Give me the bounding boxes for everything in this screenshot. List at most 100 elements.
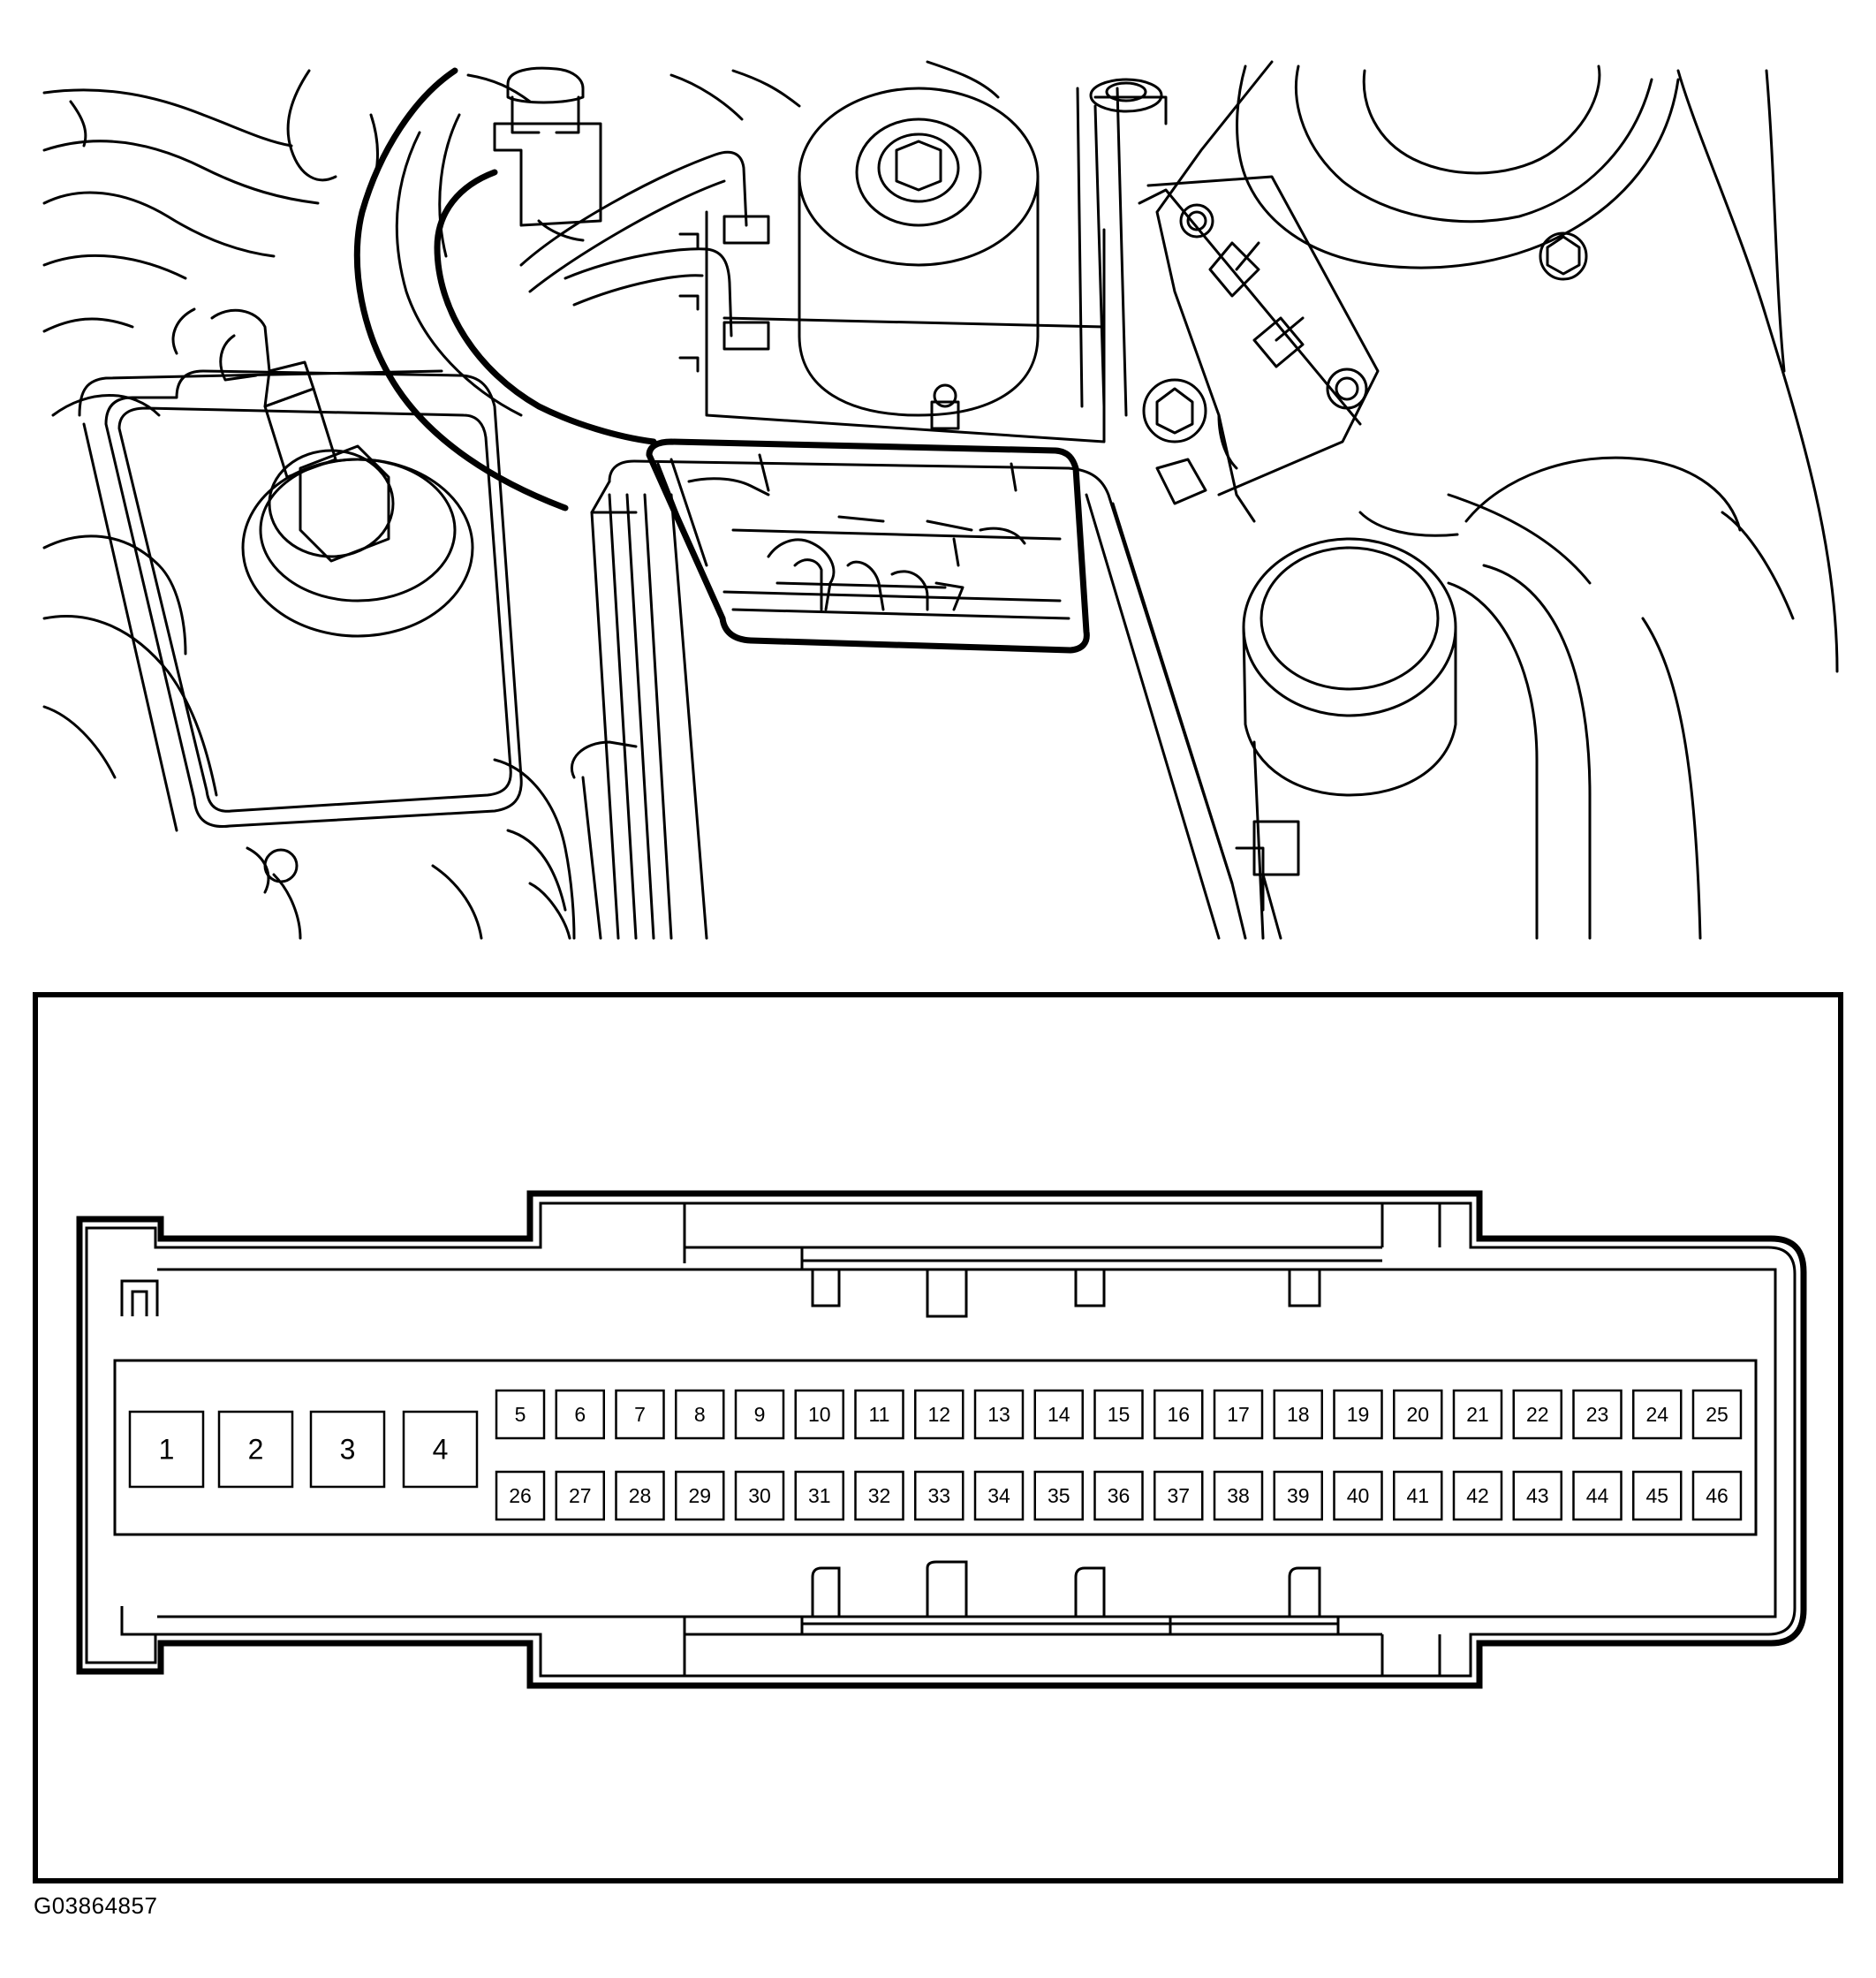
pin-33-label: 33	[927, 1484, 950, 1507]
pin-3-cavity	[309, 1410, 386, 1489]
pin-6: 6	[555, 1389, 605, 1440]
figure-id: G03864857	[34, 1892, 158, 1919]
pin-45: 45	[1632, 1470, 1683, 1521]
pin-7-label: 7	[634, 1403, 646, 1426]
pin-43: 43	[1512, 1470, 1562, 1521]
pin-2-cavity	[217, 1410, 294, 1489]
pin-26-label: 26	[509, 1484, 532, 1507]
pin-35: 35	[1033, 1470, 1084, 1521]
pin-9: 9	[734, 1389, 785, 1440]
pin-37-label: 37	[1167, 1484, 1190, 1507]
pin-31-cavity	[794, 1470, 844, 1521]
round-cap	[1242, 493, 1702, 940]
background-contours	[42, 60, 1000, 940]
pin-31: 31	[794, 1470, 844, 1521]
pin-35-cavity	[1033, 1470, 1084, 1521]
pin-16-label: 16	[1167, 1403, 1190, 1426]
pin-14-label: 14	[1048, 1403, 1070, 1426]
pin-32: 32	[854, 1470, 904, 1521]
pin-14: 14	[1033, 1389, 1084, 1440]
pin-37: 37	[1154, 1470, 1204, 1521]
pin-34-label: 34	[987, 1484, 1010, 1507]
pin-13-label: 13	[987, 1403, 1010, 1426]
pin-25-cavity	[1691, 1389, 1743, 1440]
pin-42: 42	[1452, 1470, 1503, 1521]
pin-10-cavity	[794, 1389, 844, 1440]
pin-46-cavity	[1691, 1470, 1743, 1521]
strut-tower	[1138, 60, 1839, 673]
pin-10: 10	[794, 1389, 844, 1440]
pin-27-label: 27	[569, 1484, 592, 1507]
pin-11-label: 11	[869, 1403, 890, 1426]
pin-43-label: 43	[1526, 1484, 1549, 1507]
pin-44-cavity	[1572, 1470, 1623, 1521]
pin-6-cavity	[555, 1389, 605, 1440]
pin-21-label: 21	[1466, 1403, 1489, 1426]
wiring-harness	[353, 67, 657, 512]
pin-23-cavity	[1572, 1389, 1623, 1440]
pin-31-label: 31	[808, 1484, 831, 1507]
pin-6-label: 6	[574, 1403, 586, 1426]
pin-38: 38	[1213, 1470, 1264, 1521]
pin-30-cavity	[734, 1470, 785, 1521]
pin-1-cavity	[128, 1410, 205, 1489]
pin-8-label: 8	[694, 1403, 706, 1426]
pin-45-label: 45	[1645, 1484, 1668, 1507]
pin-45-cavity	[1632, 1470, 1683, 1521]
brake-lines	[493, 66, 770, 373]
pin-18: 18	[1273, 1389, 1323, 1440]
pin-15-cavity	[1093, 1389, 1144, 1440]
pin-39-label: 39	[1287, 1484, 1310, 1507]
pin-24-cavity	[1632, 1389, 1683, 1440]
pin-29: 29	[675, 1470, 725, 1521]
pin-37-cavity	[1154, 1470, 1204, 1521]
pin-22-cavity	[1512, 1389, 1562, 1440]
pin-11-cavity	[854, 1389, 904, 1440]
pin-12-cavity	[914, 1389, 964, 1440]
pin-21: 21	[1452, 1389, 1503, 1440]
pin-27-cavity	[555, 1470, 605, 1521]
pin-16: 16	[1154, 1389, 1204, 1440]
pin-25: 25	[1691, 1389, 1743, 1440]
pin-33: 33	[914, 1470, 964, 1521]
reservoir	[78, 307, 523, 894]
pin-28-label: 28	[629, 1484, 652, 1507]
pin-41-cavity	[1393, 1470, 1443, 1521]
pin-15: 15	[1093, 1389, 1144, 1440]
pin-22: 22	[1512, 1389, 1562, 1440]
pin-17-label: 17	[1227, 1403, 1250, 1426]
pin-46: 46	[1691, 1470, 1743, 1521]
pin-34-cavity	[973, 1470, 1025, 1521]
pin-42-label: 42	[1466, 1484, 1489, 1507]
pin-10-label: 10	[808, 1403, 831, 1426]
pin-44: 44	[1572, 1470, 1623, 1521]
pin-12-label: 12	[927, 1403, 950, 1426]
pin-23-label: 23	[1586, 1403, 1609, 1426]
pin-21-cavity	[1452, 1389, 1503, 1440]
pin-4-label: 4	[433, 1434, 449, 1466]
pin-13: 13	[973, 1389, 1025, 1440]
pin-8: 8	[675, 1389, 725, 1440]
pin-36: 36	[1093, 1470, 1144, 1521]
pin-7: 7	[615, 1389, 665, 1440]
pin-26: 26	[495, 1470, 546, 1521]
pin-32-label: 32	[868, 1484, 891, 1507]
pin-18-label: 18	[1287, 1403, 1310, 1426]
pin-17: 17	[1213, 1389, 1264, 1440]
pin-46-label: 46	[1706, 1484, 1728, 1507]
pin-3: 3	[309, 1410, 386, 1489]
pin-4: 4	[402, 1410, 479, 1489]
pin-36-label: 36	[1108, 1484, 1131, 1507]
pin-1-label: 1	[159, 1434, 175, 1466]
pin-24-label: 24	[1645, 1403, 1668, 1426]
pin-44-label: 44	[1586, 1484, 1609, 1507]
pin-4-cavity	[402, 1410, 479, 1489]
pin-20: 20	[1393, 1389, 1443, 1440]
pin-8-cavity	[675, 1389, 725, 1440]
pin-20-cavity	[1393, 1389, 1443, 1440]
pin-2-label: 2	[248, 1434, 264, 1466]
pin-30: 30	[734, 1470, 785, 1521]
pin-9-cavity	[734, 1389, 785, 1440]
